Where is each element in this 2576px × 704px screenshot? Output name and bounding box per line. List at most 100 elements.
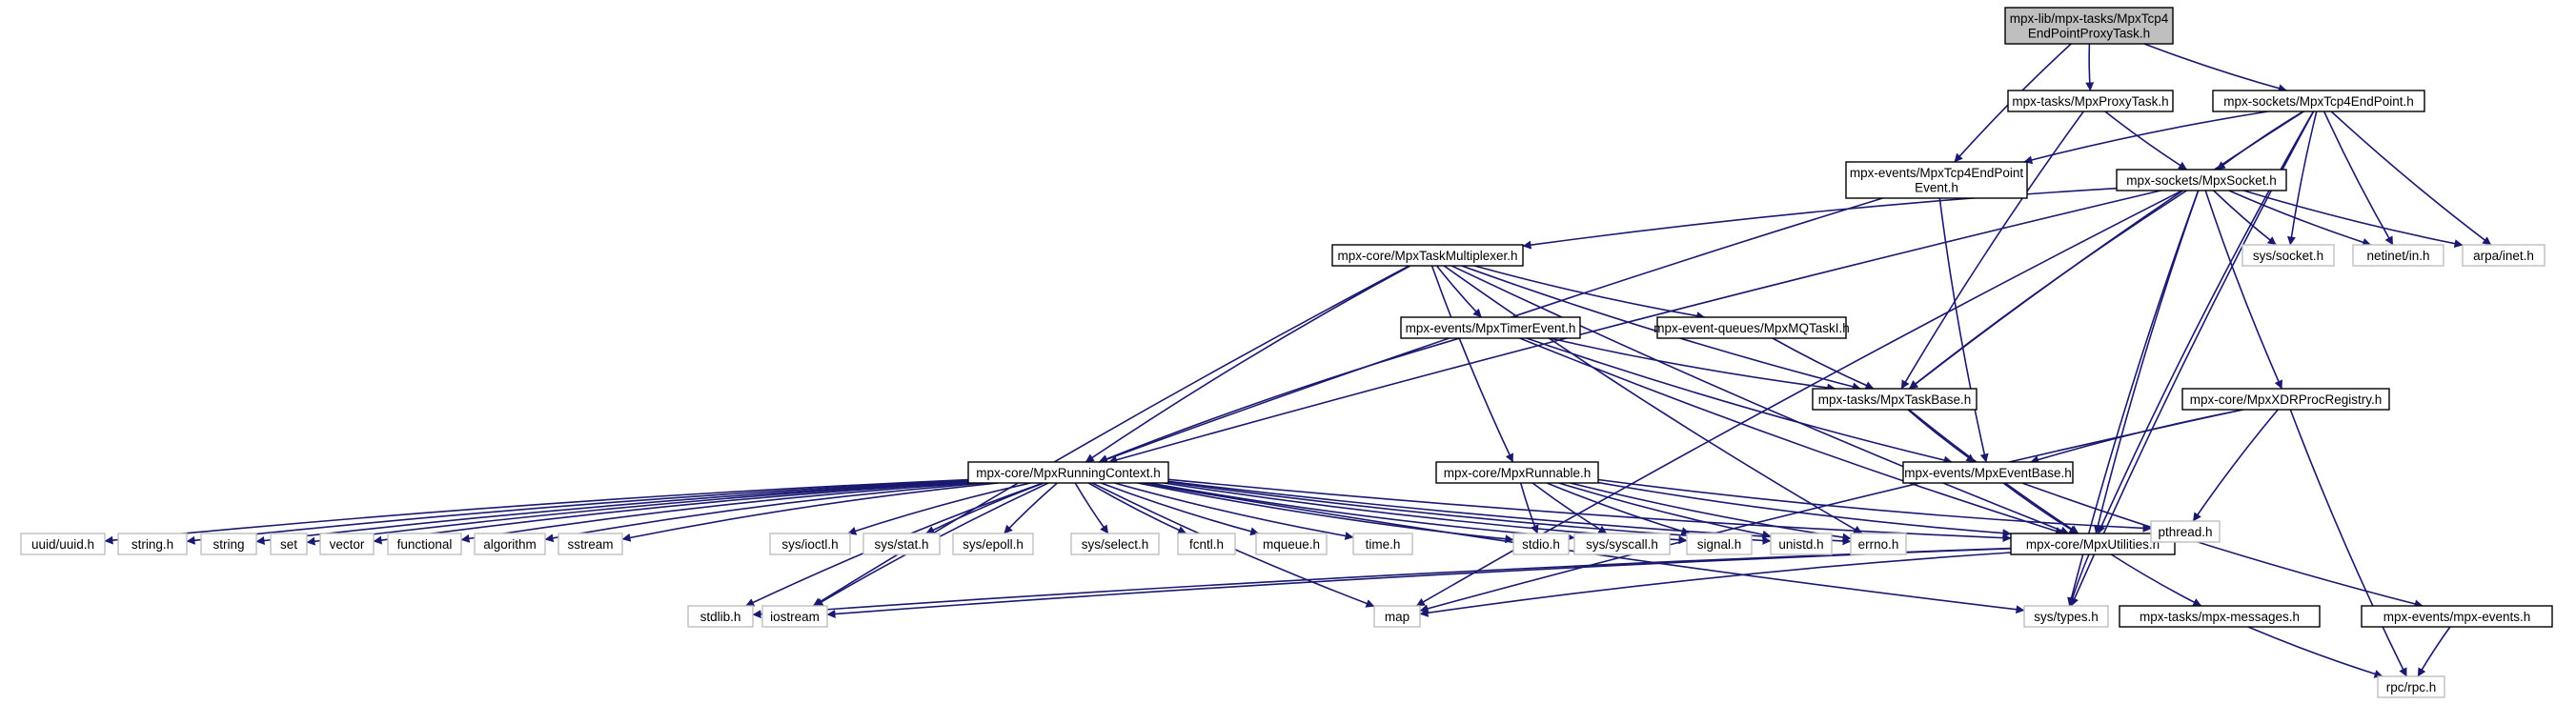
node-runnable[interactable]: mpx-core/MpxRunnable.h (1435, 461, 1599, 484)
node-stringh[interactable]: string.h (117, 533, 188, 555)
node-arpainet[interactable]: arpa/inet.h (2462, 244, 2546, 267)
node-timeh[interactable]: time.h (1352, 533, 1413, 555)
node-stdio[interactable]: stdio.h (1512, 533, 1570, 555)
edge-runctx-to-utilities (1167, 478, 2012, 543)
node-box (1070, 533, 1160, 555)
node-box (20, 533, 106, 555)
node-string[interactable]: string (200, 533, 257, 555)
node-box (2116, 169, 2287, 191)
node-netinet[interactable]: netinet/in.h (2352, 244, 2444, 267)
node-set[interactable]: set (270, 533, 308, 555)
node-label: sys/epoll.h (963, 537, 1024, 552)
node-algorithm[interactable]: algorithm (474, 533, 546, 555)
node-rpc[interactable]: rpc/rpc.h (2377, 675, 2445, 698)
node-box (1902, 461, 2074, 484)
node-functional[interactable]: functional (387, 533, 462, 555)
node-vector[interactable]: vector (319, 533, 375, 555)
edge-runctx-to-sstream (621, 482, 999, 542)
node-box (117, 533, 188, 555)
edge-socket-to-runctx (1108, 190, 2161, 465)
node-errno[interactable]: errno.h (1850, 533, 1907, 555)
node-box (1850, 533, 1907, 555)
edge-tcp4endpoint-to-syssocket (2286, 111, 2318, 246)
edge-runctx-to-fcntl (1087, 482, 1187, 534)
node-map[interactable]: map (1373, 605, 1421, 628)
edge-utilities-to-stdlib (752, 547, 2012, 619)
edge-runctx-to-sysselect (1074, 482, 1109, 534)
node-box (1177, 533, 1236, 555)
node-taskmux[interactable]: mpx-core/MpxTaskMultiplexer.h (1331, 244, 1524, 267)
node-syssocket[interactable]: sys/socket.h (2241, 244, 2335, 267)
node-syssyscall[interactable]: sys/syscall.h (1573, 533, 1671, 555)
node-runctx[interactable]: mpx-core/MpxRunningContext.h (967, 461, 1169, 484)
node-mqtask[interactable]: mpx-event-queues/MpxMQTaskI.h (1653, 316, 1850, 339)
node-label: sys/stat.h (874, 537, 928, 552)
edge-runctx-to-syssyscall (1149, 482, 1575, 542)
node-proxytask[interactable]: mpx-tasks/MpxProxyTask.h (2007, 90, 2174, 112)
node-fcntl[interactable]: fcntl.h (1177, 533, 1236, 555)
node-label: mpx-tasks/MpxTaskBase.h (1818, 392, 1972, 407)
node-sysselect[interactable]: sys/select.h (1070, 533, 1160, 555)
node-box (1373, 605, 1421, 628)
node-box (1770, 533, 1833, 555)
node-stdlib[interactable]: stdlib.h (687, 605, 754, 628)
edge-timerevent-to-runctx (1098, 337, 1461, 464)
node-eventbase[interactable]: mpx-events/MpxEventBase.h (1902, 461, 2074, 484)
edge-socket-to-taskbase (1908, 190, 2188, 390)
node-label: pthread.h (2158, 525, 2212, 539)
node-socket[interactable]: mpx-sockets/MpxSocket.h (2116, 169, 2287, 191)
node-box (1845, 161, 2028, 199)
edge-tcp4endpoint-to-arpainet (2330, 111, 2492, 246)
node-mpxevents[interactable]: mpx-events/mpx-events.h (2361, 605, 2553, 628)
node-unistd[interactable]: unistd.h (1770, 533, 1833, 555)
node-sysstat[interactable]: sys/stat.h (862, 533, 941, 555)
node-box (270, 533, 308, 555)
node-box (952, 533, 1034, 555)
node-root[interactable]: mpx-lib/mpx-tasks/MpxTcp4EndPointProxyTa… (2004, 7, 2174, 45)
edge-taskmux-to-mqtask (1473, 265, 1706, 320)
node-iostream[interactable]: iostream (761, 605, 828, 628)
node-label: uuid/uuid.h (31, 537, 94, 552)
node-label: mpx-core/MpxXDRProcRegistry.h (2190, 392, 2383, 407)
node-sstream[interactable]: sstream (558, 533, 623, 555)
node-label: sstream (567, 537, 613, 552)
node-label: stdlib.h (700, 610, 741, 624)
node-sysioctl[interactable]: sys/ioctl.h (769, 533, 851, 555)
edge-runctx-to-uuid (104, 478, 969, 545)
node-uuid[interactable]: uuid/uuid.h (20, 533, 106, 555)
edge-utilities-to-messages (2110, 553, 2202, 607)
node-box (1812, 388, 1978, 411)
node-box (474, 533, 546, 555)
node-taskbase[interactable]: mpx-tasks/MpxTaskBase.h (1812, 388, 1978, 411)
node-box (1686, 533, 1753, 555)
node-utilities[interactable]: mpx-core/MpxUtilities.h (2010, 533, 2176, 555)
edge-eventbase-to-utilities (2002, 482, 2079, 534)
node-systypes[interactable]: sys/types.h (2023, 605, 2109, 628)
edge-xdr-to-map (1419, 409, 2243, 613)
node-label: functional (397, 537, 453, 552)
edge-proxytask-to-socket (2104, 111, 2188, 171)
edge-xdr-to-eventbase (2030, 409, 2244, 464)
node-box (2181, 388, 2390, 411)
edge-taskmux-to-runnable (1430, 265, 1514, 463)
node-label: mpx-lib/mpx-tasks/MpxTcp4 (2010, 11, 2169, 26)
edge-runctx-to-mqueue (1101, 482, 1260, 536)
node-label: mpx-tasks/mpx-messages.h (2140, 610, 2300, 624)
node-label: sys/select.h (1082, 537, 1149, 552)
node-label: map (1385, 610, 1410, 624)
node-sysepoll[interactable]: sys/epoll.h (952, 533, 1034, 555)
node-timerevent[interactable]: mpx-events/MpxTimerEvent.h (1400, 316, 1581, 339)
node-signal[interactable]: signal.h (1686, 533, 1753, 555)
node-xdr[interactable]: mpx-core/MpxXDRProcRegistry.h (2181, 388, 2390, 411)
edge-socket-to-netinet (2228, 190, 2372, 247)
node-label: string (213, 537, 244, 552)
node-tcp4endpoint[interactable]: mpx-sockets/MpxTcp4EndPoint.h (2212, 90, 2425, 112)
edge-socket-to-xdr (2204, 190, 2283, 390)
node-label: mpx-sockets/MpxSocket.h (2126, 173, 2277, 188)
node-mqueue[interactable]: mqueue.h (1255, 533, 1328, 555)
node-messages[interactable]: mpx-tasks/mpx-messages.h (2119, 605, 2321, 628)
edge-timerevent-to-utilities (1519, 337, 2064, 535)
node-pthread[interactable]: pthread.h (2150, 520, 2221, 543)
